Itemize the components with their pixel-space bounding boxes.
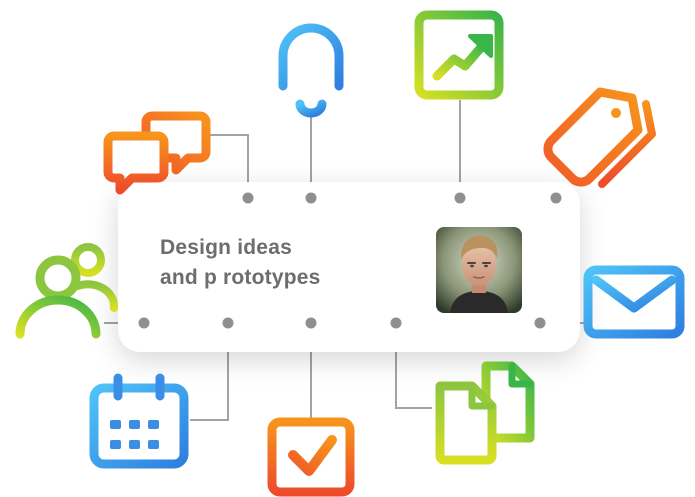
connector-dots <box>138 192 562 329</box>
card-title-line-1: Design ideas <box>160 236 292 259</box>
card-title-line-2: and p rototypes <box>160 266 321 289</box>
users-icon[interactable] <box>15 243 119 339</box>
bell-icon[interactable] <box>264 16 358 118</box>
card-title: Design ideas and p rototypes <box>160 233 390 293</box>
checkbox-icon[interactable] <box>267 417 355 497</box>
tag-icon[interactable] <box>543 87 656 188</box>
trend-up-icon[interactable] <box>414 10 504 100</box>
avatar <box>436 227 522 313</box>
calendar-icon[interactable] <box>89 373 189 469</box>
documents-icon[interactable] <box>435 361 535 465</box>
avatar-portrait <box>436 227 522 313</box>
mail-icon[interactable] <box>583 265 685 339</box>
chat-bubbles-icon[interactable] <box>103 111 211 195</box>
